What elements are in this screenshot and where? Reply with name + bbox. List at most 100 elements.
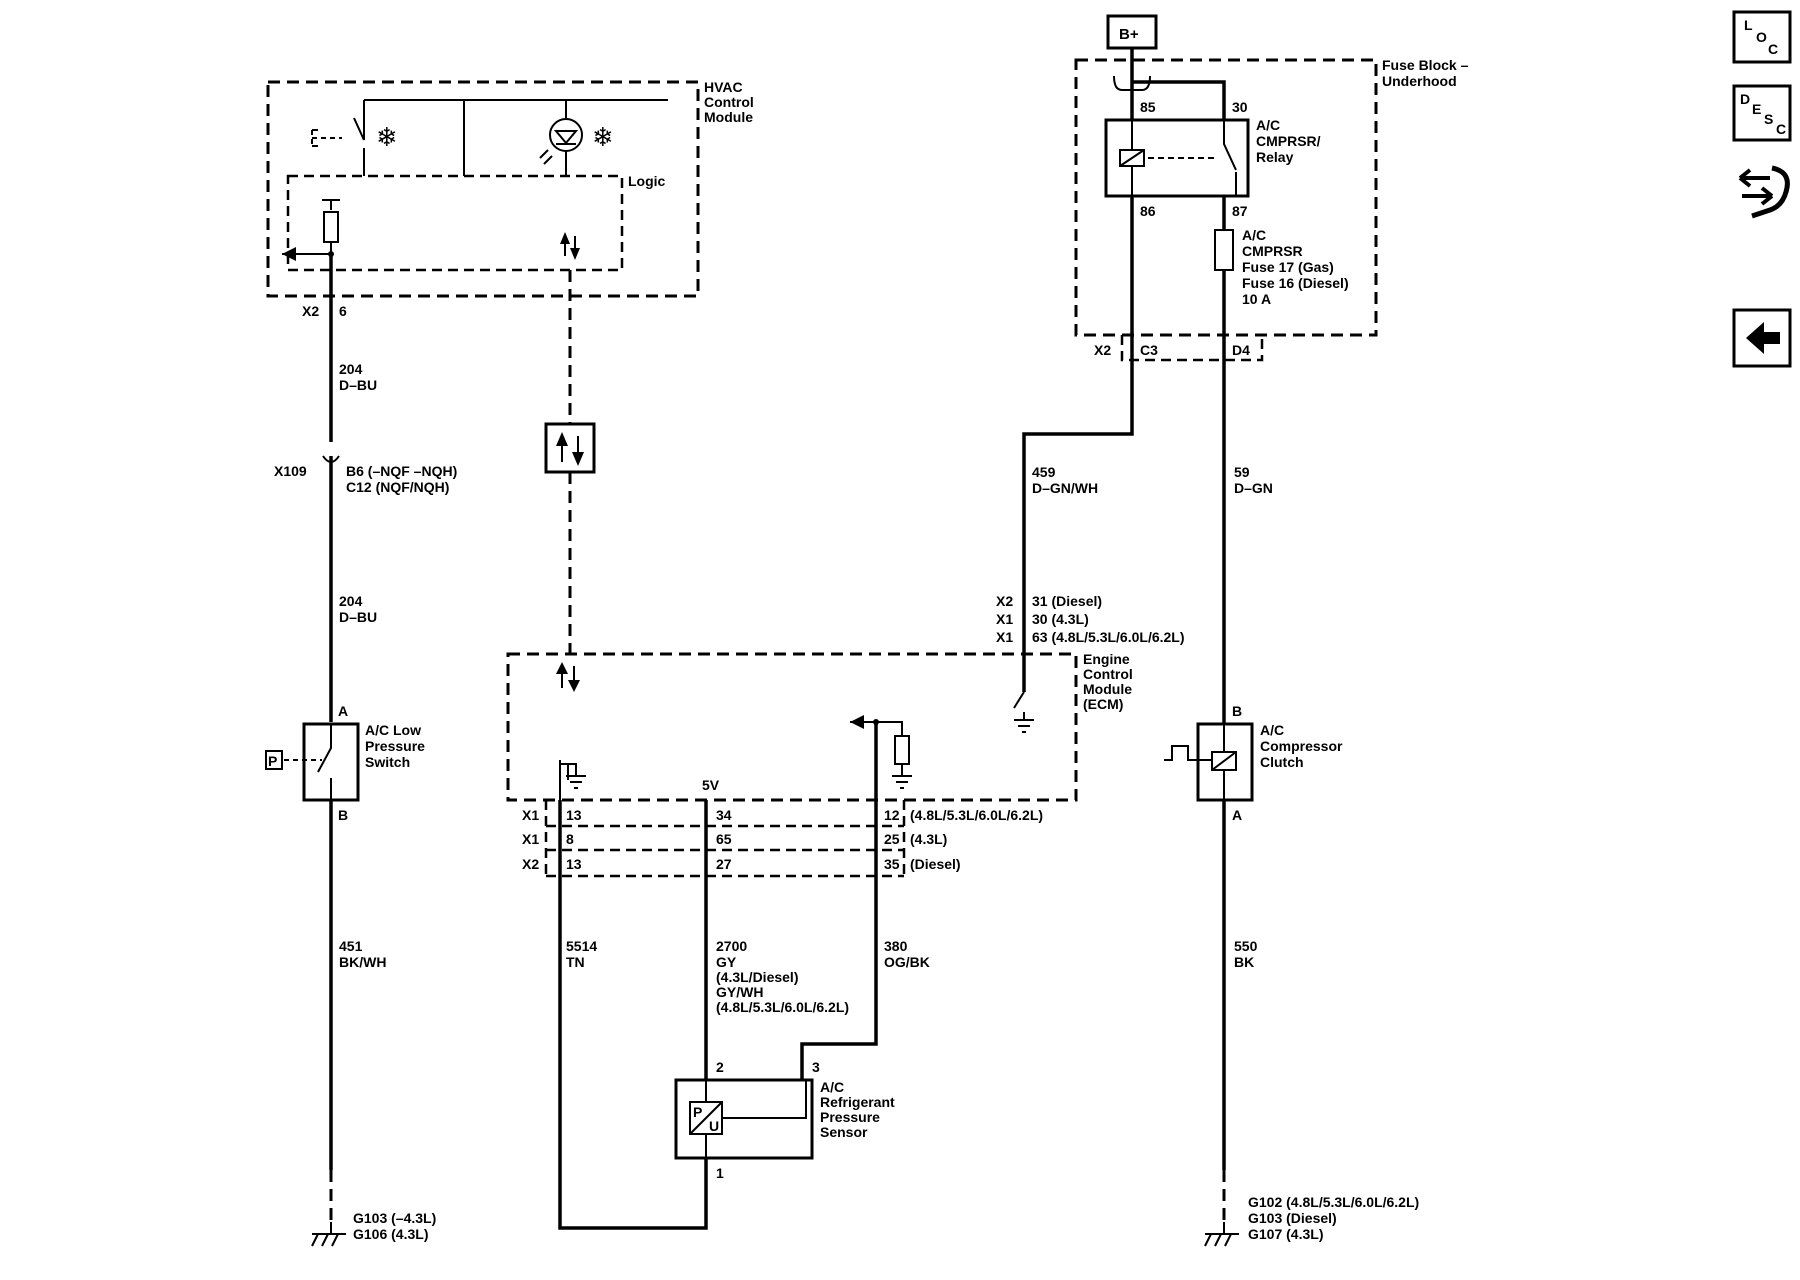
ground-right-line1: G102 (4.8L/5.3L/6.0L/6.2L) <box>1248 1194 1419 1210</box>
desc-letter-d: D <box>1740 91 1750 107</box>
fuse-label-line2: CMPRSR <box>1242 243 1303 259</box>
hvac-logic-label: Logic <box>628 173 666 189</box>
engine-control-module: Engine Control Module (ECM) 5V <box>506 651 1133 802</box>
circuit-459: 459 D–GN/WH X2 31 (Diesel) X1 30 (4.3L) … <box>996 196 1185 692</box>
ecm-row1-conn: X1 <box>522 807 539 823</box>
circuit-451: 451 BK/WH G103 (–4.3L) G106 (4.3L) <box>311 800 436 1247</box>
pressure-sensor-icon <box>265 750 283 770</box>
low-pressure-name-line1: A/C Low <box>365 722 421 738</box>
bidirectional-arrow-icon <box>556 662 580 692</box>
sensor-name-line1: A/C <box>820 1079 844 1095</box>
ecm-row2-pin-b: 65 <box>716 831 732 847</box>
sensor-name-line3: Pressure <box>820 1109 880 1125</box>
ecm-name-line2: Control <box>1083 666 1133 682</box>
ecm-row3-pin-a: 13 <box>566 856 582 872</box>
sensor-pin-2: 2 <box>716 1059 724 1075</box>
arrow-left-icon <box>282 247 296 261</box>
wire-204-bottom-color: D–BU <box>339 609 377 625</box>
low-pressure-pin-a: A <box>338 703 348 719</box>
relay-name-line2: CMPRSR/ <box>1256 133 1321 149</box>
ecm-459-pin1: 31 (Diesel) <box>1032 593 1102 609</box>
fuse-icon <box>1214 229 1234 271</box>
description-button[interactable]: D E S C <box>1732 84 1792 142</box>
ecm-459-conn1: X2 <box>996 593 1013 609</box>
wire-451-color: BK/WH <box>339 954 386 970</box>
indicator-led-icon <box>549 118 583 152</box>
wire-2700-line4: (4.8L/5.3L/6.0L/6.2L) <box>716 999 849 1015</box>
pullup-resistor-icon <box>323 211 339 243</box>
ecm-row3-conn: X2 <box>522 856 539 872</box>
loc-letter-l: L <box>1744 17 1753 33</box>
relay-pin-85: 85 <box>1140 99 1156 115</box>
wire-380-circuit: 380 <box>884 938 908 954</box>
wire-2700-line2: (4.3L/Diesel) <box>716 969 798 985</box>
clutch-pin-b: B <box>1232 703 1242 719</box>
ecm-name-line4: (ECM) <box>1083 696 1123 712</box>
wire-59-color: D–GN <box>1234 480 1273 496</box>
serial-data-link <box>544 270 596 654</box>
back-button[interactable] <box>1732 308 1792 368</box>
ground-right-line3: G107 (4.3L) <box>1248 1226 1323 1242</box>
ac-request-switch-icon <box>353 117 365 141</box>
arrow-right-icon <box>1738 168 1770 188</box>
wire-5514-circuit: 5514 <box>566 938 597 954</box>
ground-icon <box>1014 719 1034 733</box>
battery-label: B+ <box>1119 26 1139 43</box>
wire-59-circuit: 59 <box>1234 464 1250 480</box>
ecm-row2-pin-a: 8 <box>566 831 574 847</box>
clutch-name-line1: A/C <box>1260 722 1284 738</box>
ecm-connectors: X1 13 34 12 (4.8L/5.3L/6.0L/6.2L) X1 8 6… <box>522 800 1043 878</box>
ecm-row3-note: (Diesel) <box>910 856 961 872</box>
circuit-59: 59 D–GN <box>1222 335 1273 724</box>
ground-left-icon <box>311 1233 346 1247</box>
repair-tools-button[interactable] <box>1738 165 1790 219</box>
ecm-row3-pin-c: 35 <box>884 856 900 872</box>
wire-380-color: OG/BK <box>884 954 930 970</box>
ecm-row1-note: (4.8L/5.3L/6.0L/6.2L) <box>910 807 1043 823</box>
loc-letter-c: C <box>1768 41 1778 57</box>
ecm-row3-pin-b: 27 <box>716 856 732 872</box>
ground-right-line2: G103 (Diesel) <box>1248 1210 1337 1226</box>
circuit-204: 204 D–BU X109 B6 (–NQF –NQH) C12 (NQF/NQ… <box>274 254 457 722</box>
bidirectional-arrow-icon <box>556 432 584 466</box>
arrow-left-icon <box>1742 186 1774 206</box>
hvac-control-module: HVAC Control Module Logic ❄ ❄ X2 6 <box>266 79 754 319</box>
ground-left-line1: G103 (–4.3L) <box>353 1210 436 1226</box>
wire-204-bottom-circuit: 204 <box>339 593 363 609</box>
x109-pin-c12: C12 (NQF/NQH) <box>346 479 449 495</box>
wire-2700-line3: GY/WH <box>716 984 763 1000</box>
fuse-block-name-line2: Underhood <box>1382 73 1457 89</box>
desc-letter-s: S <box>1764 111 1773 127</box>
sensor-name-line4: Sensor <box>820 1124 868 1140</box>
wire-2700-circuit: 2700 <box>716 938 747 954</box>
ecm-5v-label: 5V <box>702 777 720 793</box>
fuse-connector-c3: C3 <box>1140 342 1158 358</box>
clutch-name-line3: Clutch <box>1260 754 1304 770</box>
hvac-connector: X2 <box>302 303 319 319</box>
sensor-pin-3: 3 <box>812 1059 820 1075</box>
location-button[interactable]: L O C <box>1732 10 1792 64</box>
sensor-circuits: 5514 TN 2700 GY (4.3L/Diesel) GY/WH (4.8… <box>558 722 930 1230</box>
wire-459-circuit: 459 <box>1032 464 1056 480</box>
fuse-label-line4: Fuse 16 (Diesel) <box>1242 275 1349 291</box>
pressure-symbol: P <box>268 753 277 769</box>
sensor-pin-1: 1 <box>716 1165 724 1181</box>
fuse-connector-d4: D4 <box>1232 342 1250 358</box>
fuse-block-underhood: B+ Fuse Block – Underhood 85 30 86 87 A/… <box>1074 14 1469 362</box>
ecm-row2-conn: X1 <box>522 831 539 847</box>
fuse-block-name-line1: Fuse Block – <box>1382 57 1469 73</box>
fuse-label-line3: Fuse 17 (Gas) <box>1242 259 1334 275</box>
fuse-label-line5: 10 A <box>1242 291 1271 307</box>
ecm-row1-pin-b: 34 <box>716 807 732 823</box>
wire-451-circuit: 451 <box>339 938 363 954</box>
ac-low-pressure-switch: P A B A/C Low Pressure Switch <box>265 703 425 823</box>
low-pressure-name-line3: Switch <box>365 754 410 770</box>
sensor-symbol-p: P <box>693 1104 702 1120</box>
desc-letter-e: E <box>1752 101 1761 117</box>
wrench-icon <box>1751 165 1790 219</box>
fuse-label-line1: A/C <box>1242 227 1266 243</box>
circuit-550: 550 BK G102 (4.8L/5.3L/6.0L/6.2L) G103 (… <box>1204 800 1419 1247</box>
hvac-module-name-line1: HVAC <box>704 79 743 95</box>
low-pressure-name-line2: Pressure <box>365 738 425 754</box>
hvac-module-name-line2: Control <box>704 94 754 110</box>
